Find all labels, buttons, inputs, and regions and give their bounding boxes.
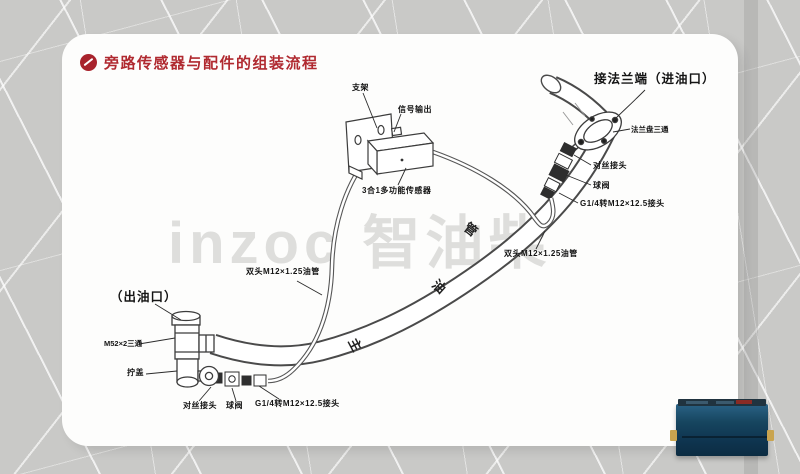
pipe-char-bottom: 主 (345, 336, 364, 355)
device-slit (716, 401, 734, 404)
label-ball-valve-inlet: 球阀 (593, 181, 610, 190)
product-photo (670, 396, 774, 458)
pipe-char-top: 管 (461, 220, 480, 240)
label-nipple-outlet: 对丝接头 (183, 401, 217, 410)
device-connector-right (767, 430, 774, 441)
device-red-chip (736, 400, 752, 404)
device-connector-left (670, 430, 677, 441)
label-signal-output: 信号输出 (398, 105, 432, 114)
label-sensor: 3合1多功能传感器 (362, 186, 432, 195)
outlet-thin-pipe (267, 158, 368, 384)
label-adapter-inlet: G1/4转M12×12.5接头 (580, 199, 665, 208)
device-top-edge (678, 399, 766, 406)
flange-tee (568, 111, 622, 154)
label-screw-cap: 拧盖 (127, 368, 144, 377)
device-groove (682, 436, 770, 438)
sensor-box (366, 126, 435, 176)
device-slit (686, 401, 708, 404)
label-adapter-outlet: G1/4转M12×12.5接头 (255, 399, 340, 408)
device-body (676, 404, 770, 456)
label-nipple-inlet: 对丝接头 (593, 161, 627, 170)
slide-card (62, 34, 738, 446)
label-oil-pipe-outlet: 双头M12×1.25油管 (246, 267, 320, 276)
leader-lines (138, 89, 646, 402)
title-bullet-icon (80, 53, 97, 71)
inlet-fittings (540, 142, 577, 200)
page-title: 旁路传感器与配件的组装流程 (104, 54, 319, 72)
inlet-thin-pipe (432, 149, 556, 229)
label-flange-tee: 法兰盘三通 (631, 125, 669, 134)
label-oil-pipe-inlet: 双头M12×1.25油管 (504, 249, 578, 258)
label-oil-outlet: （出油口） (110, 290, 178, 304)
label-ball-valve-outlet: 球阀 (226, 401, 243, 410)
outlet-fittings (212, 371, 267, 387)
right-edge-shade (744, 0, 758, 474)
slide-header: 旁路传感器与配件的组装流程 (80, 51, 319, 73)
label-flange-end-inlet: 接法兰端（进油口） (594, 72, 716, 86)
label-tee-m52: M52×2三通 (104, 339, 143, 348)
label-bracket: 支架 (352, 83, 369, 92)
outlet-tee-assembly (171, 310, 220, 388)
